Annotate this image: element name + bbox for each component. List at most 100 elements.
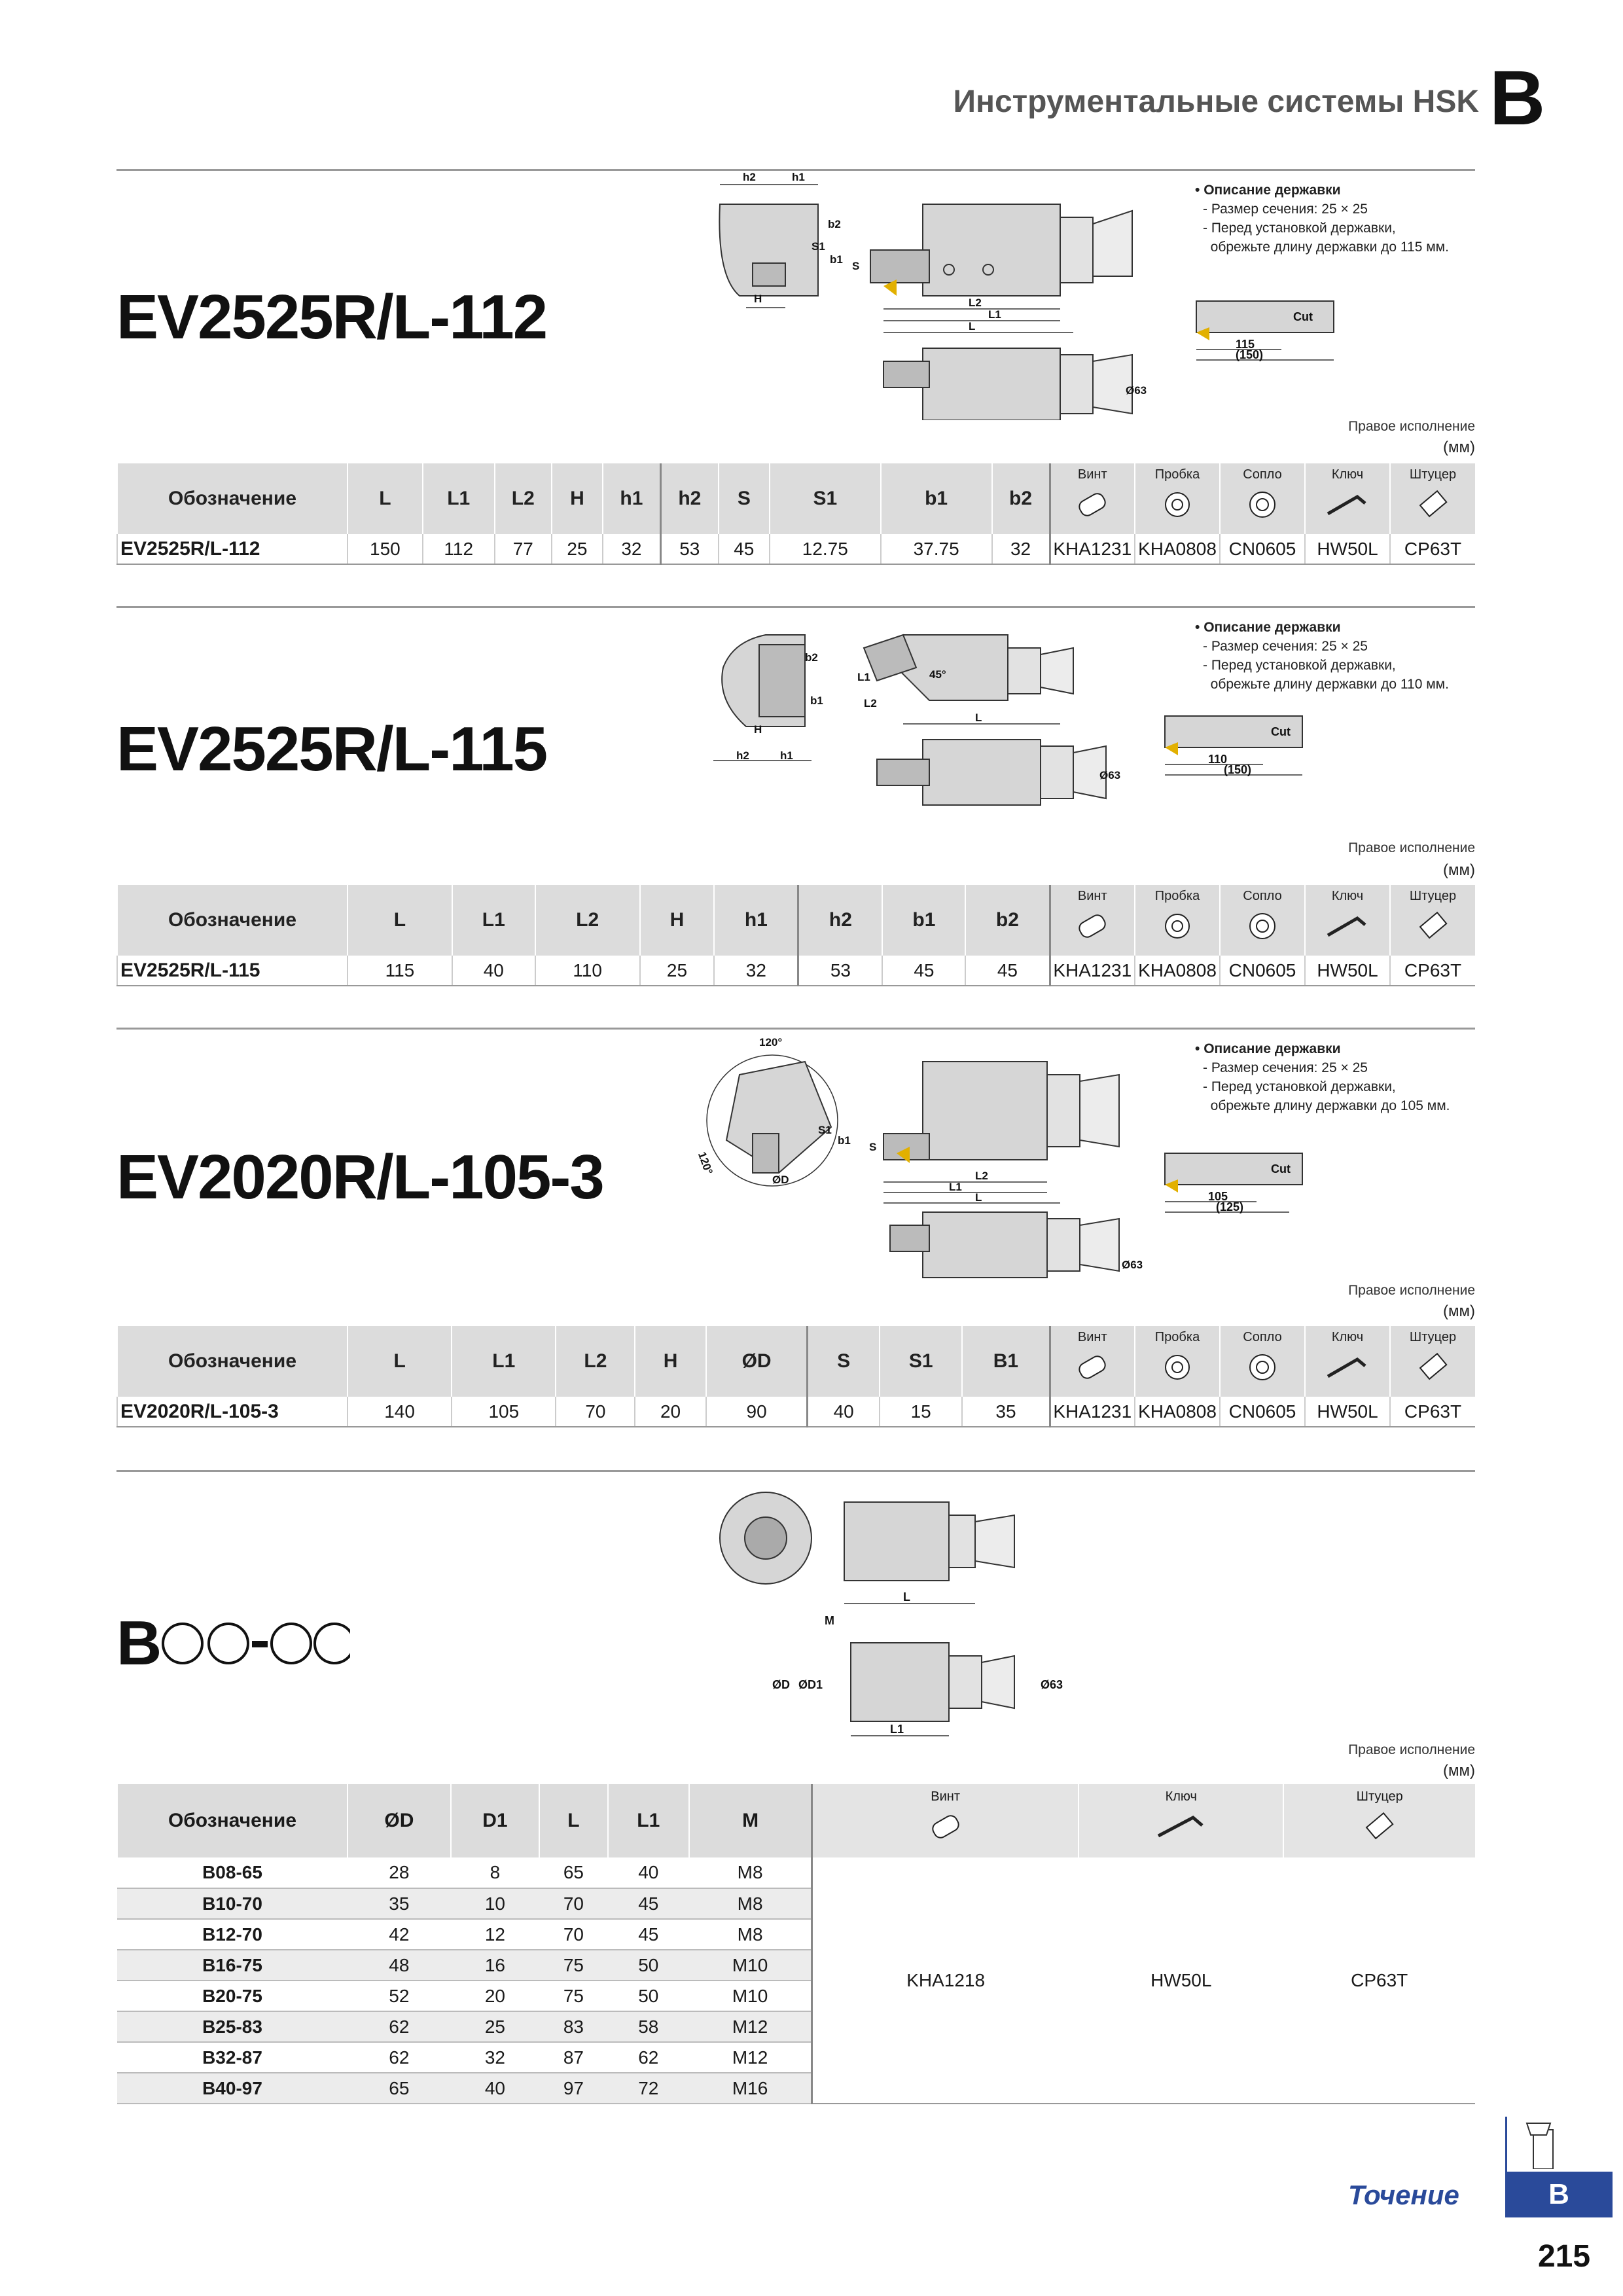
row-designation: B32-87 <box>117 2042 348 2073</box>
plug-icon <box>1165 914 1190 939</box>
col-header: M <box>688 1784 812 1857</box>
dim-angle-a: 120° <box>759 1036 782 1049</box>
acc-label: Штуцер <box>1356 1789 1403 1804</box>
cell-value: 45 <box>607 1919 689 1950</box>
fitting-icon <box>1419 1352 1448 1380</box>
col-plug: Пробка <box>1134 885 1220 956</box>
table-row: B20-75 52 20 75 50 M10 <box>117 1981 1475 2012</box>
cell-value: 20 <box>450 1981 540 2012</box>
col-header: h2 <box>659 463 719 534</box>
cell-acc: KHA1231 <box>1048 534 1135 565</box>
key-icon <box>1327 916 1366 937</box>
row-designation: B25-83 <box>117 2011 348 2043</box>
cell-value: 15 <box>878 1397 963 1427</box>
row-designation: EV2525R/L-112 <box>116 534 348 565</box>
turning-tool-icon <box>1525 2123 1554 2169</box>
cell-value: 45 <box>882 956 966 986</box>
table-row: EV2525R/L-112 150 112 77 25 32 53 45 12.… <box>116 534 1475 565</box>
cell-value: M10 <box>688 1981 812 2012</box>
dim-dia63: Ø63 <box>1041 1678 1063 1691</box>
col-header: b1 <box>880 463 992 534</box>
cell-value: 53 <box>659 534 719 565</box>
cell-value: 62 <box>348 2042 451 2073</box>
nozzle-icon <box>1249 913 1275 939</box>
cell-value: 40 <box>451 956 535 986</box>
col-designation: Обозначение <box>116 885 348 956</box>
desc-cut1: Перед установкой державки, <box>1211 221 1396 236</box>
cell-acc: CP63T <box>1389 534 1475 565</box>
cell-acc-key: HW50L <box>1079 1857 1284 2104</box>
cell-value: 12.75 <box>768 534 881 565</box>
cell-acc: CP63T <box>1389 956 1475 986</box>
table-header-row: Обозначение L L1 L2 H ØD S S1 B1 Винт Пр… <box>116 1326 1475 1397</box>
cell-value: 150 <box>347 534 423 565</box>
page-header-title: Инструментальные системы HSK <box>953 84 1479 119</box>
col-header: L1 <box>451 885 535 956</box>
table-row: B40-97 65 40 97 72 M16 <box>117 2073 1475 2104</box>
row-designation: B12-70 <box>117 1919 348 1950</box>
holder-diagram: b2 b1 H h2 h1 L1 L2 45° L Ø63 <box>713 634 1120 806</box>
desc-head: Описание державки <box>1204 620 1341 635</box>
dim-L1: L1 <box>949 1181 962 1193</box>
table-row: B32-87 62 32 87 62 M12 <box>117 2042 1475 2073</box>
cell-acc-screw: KHA1218 <box>811 1857 1079 2104</box>
cell-value: 45 <box>965 956 1050 986</box>
acc-label: Пробка <box>1154 889 1200 903</box>
dim-S1: S1 <box>812 240 825 253</box>
dim-L1: L1 <box>857 671 870 683</box>
cell-value: 65 <box>348 2073 451 2104</box>
table-header-row: Обозначение L L1 L2 H h1 h2 S S1 b1 b2 В… <box>116 463 1475 534</box>
col-header: L <box>346 1326 452 1397</box>
cut-label: Cut <box>1271 725 1291 738</box>
chapter-tab-line <box>1505 2117 1613 2173</box>
col-designation: Обозначение <box>116 1326 348 1397</box>
cell-value: 32 <box>601 534 661 565</box>
cut-diagram: Cut 105 (125) <box>1164 1153 1303 1213</box>
section-title: B <box>116 1607 356 1679</box>
cell-value: 12 <box>450 1919 540 1950</box>
dim-h1: h1 <box>780 749 793 762</box>
desc-cut1: Перед установкой державки, <box>1211 1079 1396 1094</box>
acc-label: Винт <box>1077 889 1107 903</box>
col-fitting: Штуцер <box>1389 1326 1475 1397</box>
key-icon <box>1327 1357 1366 1378</box>
cut-dim-main: 105 <box>1208 1190 1228 1203</box>
col-header: L1 <box>421 463 495 534</box>
dim-S: S <box>869 1141 876 1153</box>
cell-value: 70 <box>555 1397 635 1427</box>
col-header: ØD <box>347 1784 451 1857</box>
acc-label: Винт <box>1077 467 1107 482</box>
cell-value: 25 <box>550 534 603 565</box>
body-front <box>922 204 1061 296</box>
cell-value: 32 <box>450 2042 540 2073</box>
cell-value: 10 <box>450 1888 540 1920</box>
col-header: L1 <box>451 1326 556 1397</box>
cell-value: 97 <box>539 2073 608 2104</box>
holder-diagram: h2 h1 b2 S1 b1 S H L2 L1 L Ø63 <box>719 171 1147 420</box>
table-row: B10-70 35 10 70 45 M8 <box>117 1888 1475 1920</box>
row-designation: EV2525R/L-115 <box>116 956 348 986</box>
dim-S: S <box>852 260 859 272</box>
col-fitting: Штуцер <box>1283 1784 1475 1857</box>
col-header: L2 <box>493 463 552 534</box>
col-designation: Обозначение <box>116 1784 348 1857</box>
cell-value: 70 <box>539 1919 608 1950</box>
col-header: D1 <box>450 1784 540 1857</box>
table-row: B12-70 42 12 70 45 M8 <box>117 1919 1475 1950</box>
section-divider <box>116 169 1475 171</box>
dim-S1: S1 <box>818 1124 832 1136</box>
cell-value: 65 <box>539 1857 608 1889</box>
cell-value: M8 <box>688 1888 812 1920</box>
cell-value: 35 <box>348 1888 451 1920</box>
dim-L2: L2 <box>969 296 982 309</box>
col-header: ØD <box>705 1326 808 1397</box>
cell-value: 28 <box>348 1857 451 1889</box>
cut-label: Cut <box>1293 310 1313 323</box>
cell-value: 115 <box>347 956 452 986</box>
tool-shank <box>752 262 786 287</box>
cell-value: 50 <box>607 1981 689 2012</box>
acc-label: Винт <box>1077 1330 1107 1344</box>
plug-icon <box>1165 1355 1190 1380</box>
cell-acc: CN0605 <box>1219 956 1305 986</box>
fitting-icon <box>1419 911 1448 939</box>
